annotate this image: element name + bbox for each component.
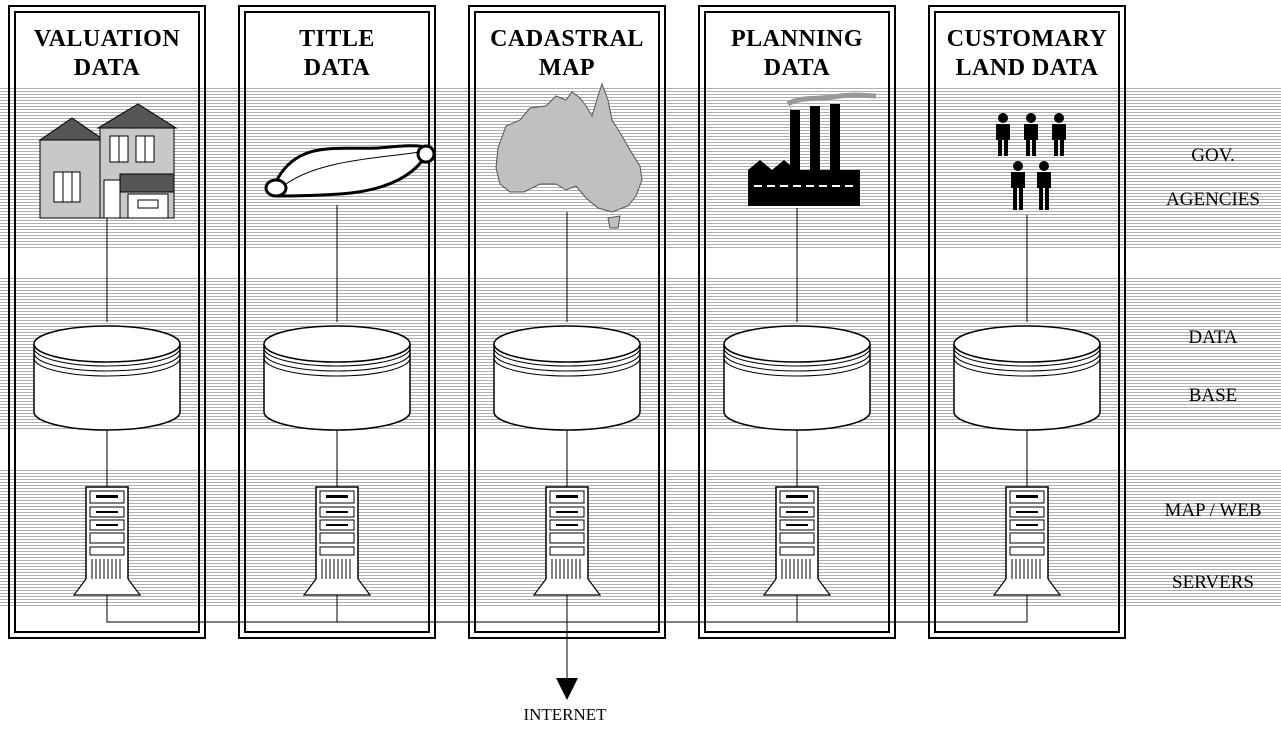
tier-label-map-web: MAP / WEB — [1164, 500, 1262, 521]
server-icon — [303, 486, 371, 596]
tier-label-gov: GOV. — [1191, 145, 1235, 166]
server-tier-band — [0, 470, 1281, 606]
database-icon — [263, 325, 411, 431]
tier-label-servers: SERVERS — [1172, 572, 1254, 593]
tier-label-agencies: AGENCIES — [1166, 189, 1260, 210]
database-icon — [493, 325, 641, 431]
internet-label: INTERNET — [523, 705, 607, 724]
server-icon — [533, 486, 601, 596]
database-icon — [33, 325, 181, 431]
server-icon — [763, 486, 831, 596]
house-icon — [38, 103, 178, 219]
tier-label-base: BASE — [1188, 385, 1238, 406]
server-icon — [993, 486, 1061, 596]
tier-label-data: DATA — [1188, 327, 1238, 348]
network-backbone — [106, 585, 1028, 678]
internet-arrow-icon — [556, 678, 578, 700]
australia-map-icon — [495, 82, 643, 229]
people-group-icon — [996, 113, 1066, 210]
server-icon — [73, 486, 141, 596]
scroll-icon — [264, 144, 436, 198]
factory-icon — [748, 92, 877, 206]
database-icon — [723, 325, 871, 431]
database-icon — [953, 325, 1101, 431]
